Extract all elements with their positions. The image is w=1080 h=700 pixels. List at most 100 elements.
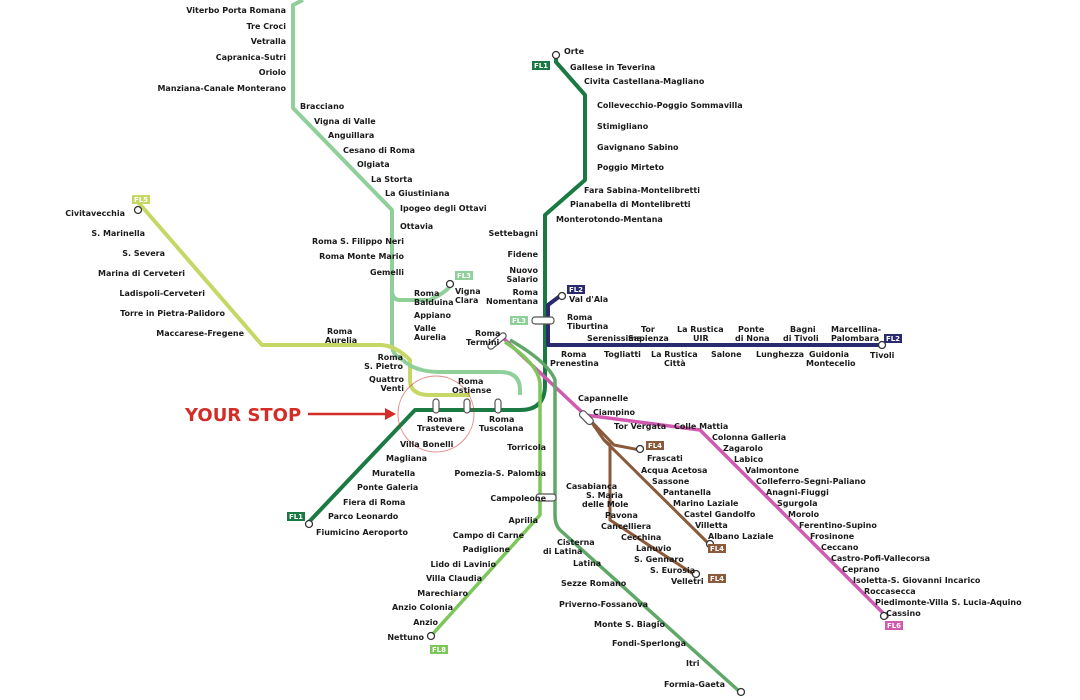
station-frosinone: Frosinone: [810, 532, 855, 541]
line-fl4-velletri: [603, 438, 696, 577]
badge-fl4-c: FL4: [708, 574, 726, 583]
station-pavona: Pavona: [605, 511, 638, 520]
station-gavignano: Gavignano Sabino: [597, 143, 679, 152]
station-gallese: Gallese in Teverina: [570, 63, 655, 72]
badge-fl6: FL6: [885, 621, 903, 630]
station-quattro-venti-2: Venti: [381, 384, 405, 393]
line-fl4-frascati: [588, 418, 641, 452]
station-capranica-sutri: Capranica-Sutri: [216, 53, 286, 62]
station-nettuno: Nettuno: [387, 633, 424, 642]
station-itri: Itri: [686, 659, 700, 668]
station-tiburtina-2: Tiburtina: [567, 322, 608, 331]
station-parco-leonardo: Parco Leonardo: [328, 512, 399, 521]
station-vetralla: Vetralla: [251, 37, 286, 46]
station-muratella: Muratella: [372, 469, 415, 478]
station-s-pietro-2: S. Pietro: [364, 362, 403, 371]
station-marker-orte[interactable]: [551, 50, 561, 60]
station-fidene: Fidene: [508, 250, 539, 259]
station-civitavecchia: Civitavecchia: [65, 209, 125, 218]
station-bagni-tivoli-2: di Tivoli: [783, 334, 819, 343]
station-monterotondo: Monterotondo-Mentana: [556, 215, 663, 224]
station-termini-2: Termini: [466, 338, 500, 347]
station-magliana: Magliana: [386, 454, 427, 463]
station-trastevere-1: Roma: [427, 415, 452, 424]
badge-fl1-south: FL1: [287, 512, 305, 521]
station-valle-aurelia-1: Valle: [414, 324, 437, 333]
station-tor-sapienza-1: Tor: [641, 325, 655, 334]
station-togliatti: Togliatti: [604, 350, 641, 359]
station-quattro-venti-1: Quattro: [369, 375, 404, 384]
line-fl7: [509, 338, 742, 694]
station-fiumicino: Fiumicino Aeroporto: [316, 528, 408, 537]
station-marker-tivoli[interactable]: [877, 340, 887, 350]
station-torre-pietra: Torre in Pietra-Palidoro: [120, 309, 225, 318]
station-marker-campoleone[interactable]: [535, 493, 557, 502]
station-marker-formia[interactable]: [736, 687, 746, 697]
your-stop-label: YOUR STOP: [184, 405, 301, 426]
station-marker-vigna-clara[interactable]: [445, 279, 455, 289]
svg-text:FL4: FL4: [648, 442, 662, 450]
station-s-filippo-neri: Roma S. Filippo Neri: [312, 237, 404, 246]
station-marker-cassino[interactable]: [879, 611, 889, 621]
station-s-gennaro: S. Gennaro: [634, 555, 684, 564]
station-velletri: Velletri: [671, 577, 704, 586]
station-balduina-1: Roma: [414, 289, 439, 298]
station-marker-trastevere-a[interactable]: [432, 398, 440, 414]
station-marker-frascati[interactable]: [635, 444, 645, 454]
svg-text:FL4: FL4: [710, 575, 724, 583]
station-nomentana-1: Roma: [513, 288, 538, 297]
station-marcellina-2: Palombara: [831, 334, 879, 343]
station-nomentana-2: Nomentana: [486, 297, 538, 306]
svg-text:FL3: FL3: [512, 317, 526, 325]
station-marker-fiumicino[interactable]: [304, 519, 314, 529]
station-orte: Orte: [564, 47, 585, 56]
station-anzio: Anzio: [413, 618, 438, 627]
station-piedimonte: Piedimonte-Villa S. Lucia-Aquino: [875, 598, 1022, 607]
station-maccarese: Maccarese-Fregene: [156, 329, 244, 338]
station-campoleone: Campoleone: [490, 494, 546, 503]
station-marker-nettuno[interactable]: [426, 631, 436, 641]
svg-text:FL2: FL2: [569, 286, 583, 294]
station-marker-val-d-ala[interactable]: [557, 291, 567, 301]
station-marker-tiburtina[interactable]: [531, 316, 555, 325]
station-s-maria-mole-1: S. Maria: [586, 491, 623, 500]
station-formia: Formia-Gaeta: [664, 680, 725, 689]
station-monte-mario: Roma Monte Mario: [319, 252, 404, 261]
station-s-eurosia: S. Eurosia: [650, 566, 695, 575]
station-marker-termini[interactable]: [487, 332, 508, 351]
station-olgiata: Olgiata: [357, 160, 390, 169]
station-roccasecca: Roccasecca: [864, 587, 916, 596]
station-vigna-clara-2: Clara: [455, 296, 478, 305]
station-marker-trastevere-b[interactable]: [463, 398, 471, 414]
station-marker-velletri[interactable]: [691, 569, 701, 579]
station-valle-aurelia-2: Aurelia: [414, 333, 446, 342]
station-colleferro: Colleferro-Segni-Paliano: [756, 477, 866, 486]
station-marino-laziale: Marino Laziale: [673, 499, 739, 508]
line-fl3-loop: [401, 358, 522, 395]
station-guidonia-2: Montecelio: [806, 359, 856, 368]
station-tor-sapienza-2: Sapienza: [628, 334, 669, 343]
station-casabianca: Casabianca: [566, 482, 617, 491]
station-vigna-di-valle: Vigna di Valle: [314, 117, 376, 126]
station-tor-vergata: Tor Vergata: [614, 422, 666, 431]
station-torricola: Torricola: [507, 443, 546, 452]
station-la-storta: La Storta: [371, 175, 413, 184]
station-marker-civitavecchia[interactable]: [133, 205, 143, 215]
badge-fl4-b: FL4: [708, 544, 726, 553]
station-priverno: Priverno-Fossanova: [559, 600, 648, 609]
station-rustica-citta-1: La Rustica: [651, 350, 698, 359]
station-balduina-2: Balduina: [414, 298, 454, 307]
station-prenestina-1: Roma: [561, 350, 586, 359]
svg-text:FL8: FL8: [432, 646, 446, 654]
station-marker-ciampino[interactable]: [578, 410, 594, 426]
station-bracciano: Bracciano: [300, 102, 345, 111]
station-s-marinella: S. Marinella: [91, 229, 145, 238]
station-ostiense-2: Ostiense: [452, 386, 492, 395]
station-ostiense-1: Roma: [458, 377, 483, 386]
station-marker-tuscolana[interactable]: [494, 398, 502, 414]
station-termini-1: Roma: [475, 329, 500, 338]
station-marina-cerveteri: Marina di Cerveteri: [98, 269, 185, 278]
station-ceccano: Ceccano: [821, 543, 859, 552]
station-salone: Salone: [711, 350, 742, 359]
